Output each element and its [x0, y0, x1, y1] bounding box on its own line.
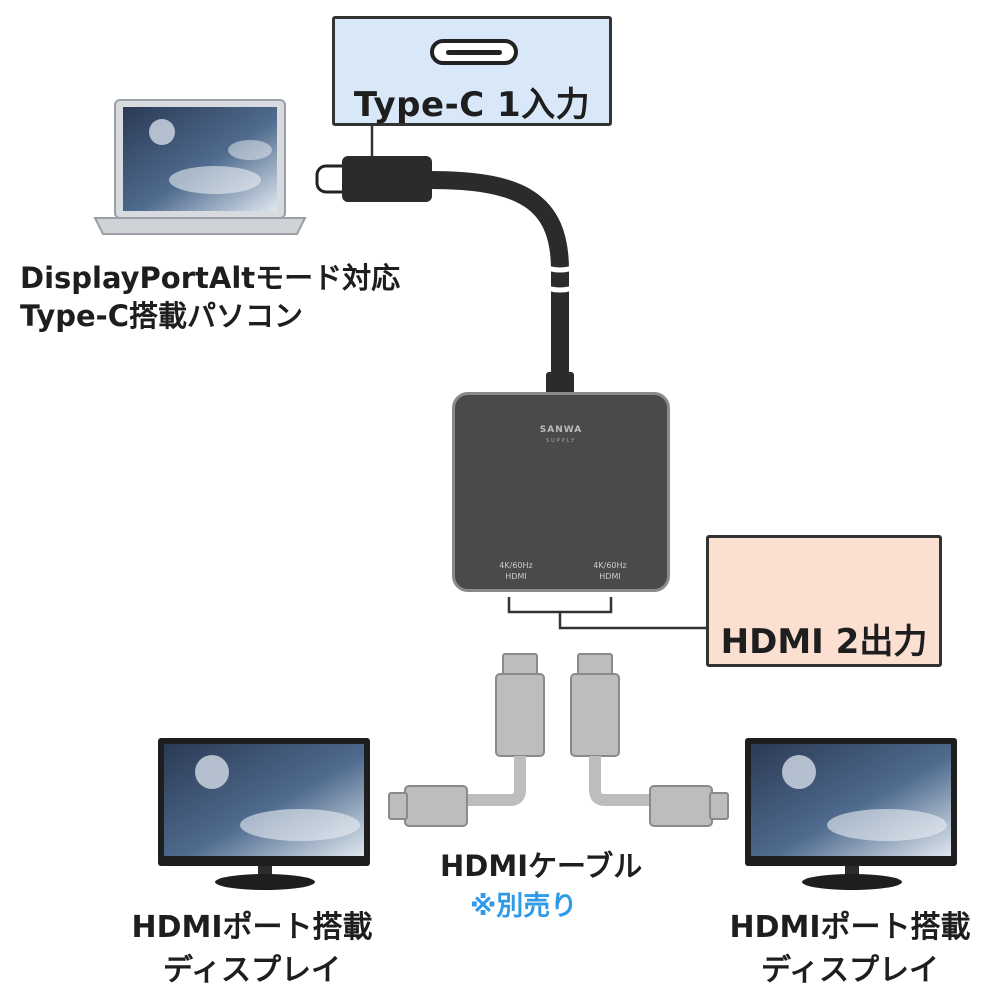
hdmi-cable-right-icon — [570, 653, 729, 827]
adapter-brand-sub: SUPPLY — [545, 438, 577, 444]
typec-cable — [421, 171, 569, 389]
laptop-caption-line2: Type-C搭載パソコン — [20, 299, 303, 333]
usb-c-port-icon — [430, 39, 518, 65]
hdmi-output-box: HDMI 2出力 — [706, 535, 942, 667]
laptop-caption-line1: DisplayPortAltモード対応 — [20, 261, 401, 295]
typec-input-box: Type-C 1入力 — [332, 16, 612, 126]
sold-separately-note: ※別売り — [470, 891, 578, 922]
monitor-right-icon — [745, 738, 957, 890]
display-left-caption-line1: HDMIポート搭載 — [131, 910, 373, 945]
cable-strain-relief — [546, 372, 574, 396]
laptop-icon — [93, 99, 307, 235]
ports-bracket — [507, 597, 706, 630]
hdmi-cable-left-icon — [388, 653, 545, 827]
adapter-body: SANWA SUPPLY 4K/60Hz HDMI 4K/60Hz HDMI — [452, 392, 670, 592]
hdmi-cable-label: HDMIケーブル — [440, 849, 643, 883]
display-left-caption-line2: ディスプレイ — [163, 953, 341, 988]
display-right-caption-line2: ディスプレイ — [761, 953, 939, 988]
display-right-caption-line1: HDMIポート搭載 — [729, 910, 971, 945]
adapter-port-label-2: 4K/60Hz HDMI — [593, 561, 627, 581]
adapter-brand: SANWA — [539, 425, 583, 435]
hdmi-output-label: HDMI 2出力 — [720, 622, 928, 662]
typec-plug-icon — [315, 156, 432, 202]
monitor-left-icon — [158, 738, 370, 890]
adapter-port-label-1: 4K/60Hz HDMI — [499, 561, 533, 581]
typec-input-label: Type-C 1入力 — [353, 85, 591, 125]
cable-break-mark — [538, 262, 582, 293]
